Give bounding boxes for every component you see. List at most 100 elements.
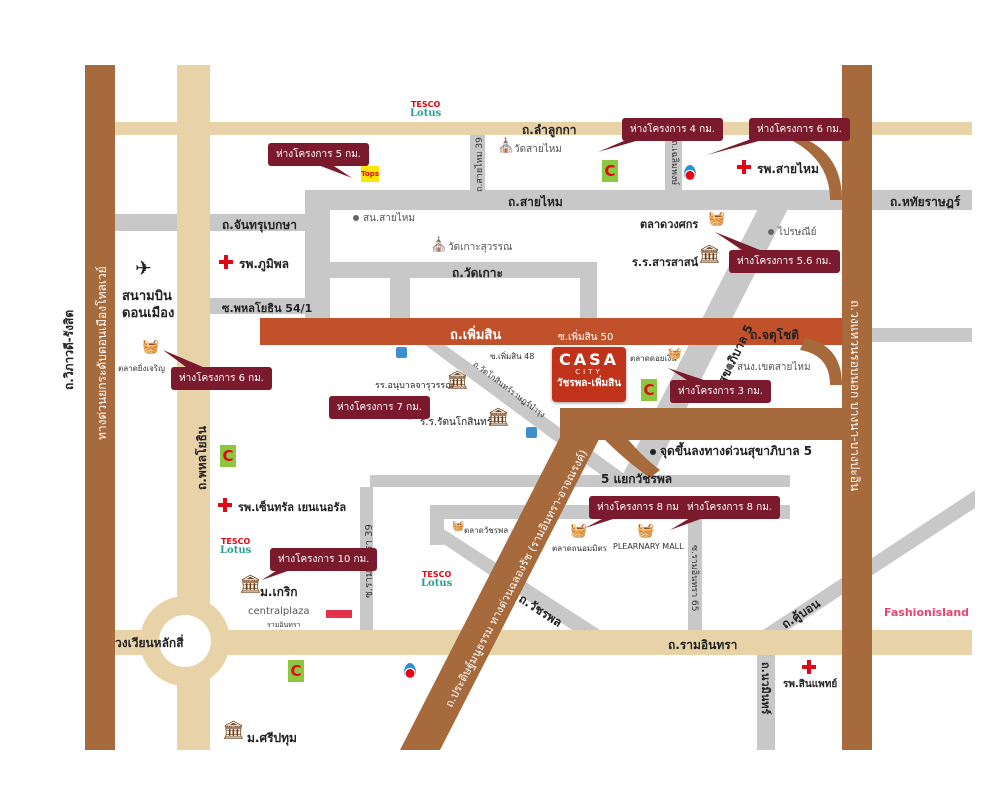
lotus-text: Lotus	[220, 545, 252, 556]
label-sai-mai: ถ.สายไหม	[508, 195, 563, 209]
tesco-text: TESCO	[410, 100, 441, 109]
market-icon: 🧺	[452, 521, 465, 532]
place-plearnary: PLEARNARY MALL	[613, 542, 684, 551]
tesco-text: TESCO	[421, 570, 452, 579]
place-central-plaza-sub: รามอินทรา	[267, 621, 301, 629]
place-anuban-school: รร.อนุบาลจารุวรรณ	[375, 381, 454, 391]
distance-callout: ห่างโครงการ 4 กม.	[622, 118, 723, 141]
bigc-logo: C	[288, 660, 304, 682]
hospital-icon	[218, 498, 232, 512]
expressway-curve-right	[800, 338, 842, 385]
label-nawamin: ถ.นวมินทร์	[759, 662, 772, 715]
road-tollway	[85, 65, 115, 750]
place-central-hospital: รพ.เซ็นทรัล เยนเนอรัล	[238, 501, 347, 514]
school-icon: 🏛	[446, 370, 469, 391]
project-sub: CITY	[575, 368, 603, 376]
bigc-logo: C	[641, 379, 657, 401]
label-chatuchot: ถ.จตุโชติ	[750, 328, 800, 342]
place-sarasas-school: ร.ร.สารสาสน์	[632, 256, 699, 269]
place-sai-mai-district: สน.สายไหม	[353, 211, 415, 226]
khet-sai-mai-text: สนง.เขตสายไหม	[737, 362, 811, 373]
place-kasem-univ: ม.เกริก	[260, 585, 298, 599]
sai-mai-district-text: สน.สายไหม	[363, 213, 415, 224]
market-icon: 🧺	[142, 339, 160, 355]
label-sai-mai-39: ถ.สายไหม 39	[475, 137, 485, 192]
market-icon: 🧺	[570, 523, 588, 539]
market-icon: 🧺	[708, 211, 726, 227]
distance-callout: ห่างโครงการ 6 กม.	[749, 118, 850, 141]
road-chaloem-phong	[665, 134, 682, 192]
place-sai-mai-hospital: รพ.สายไหม	[757, 162, 819, 176]
road-ram-intra	[115, 630, 972, 655]
hospital-icon	[219, 255, 233, 269]
distance-callout: ห่างโครงการ 5.6 กม.	[729, 250, 840, 273]
place-watcharaphon-market: ตลาดวัชรพล	[464, 526, 509, 535]
road-watcharaphon-junction	[370, 475, 790, 487]
label-outer-ring: ถ.วงแหวนรอบนอก บางนา-บางปะอิน	[848, 300, 862, 492]
hospital-icon	[802, 660, 816, 674]
place-wong-sakon-market: ตลาดวงศกร	[640, 218, 699, 231]
leaf-icon	[526, 427, 537, 438]
place-bhumibol-hospital: รพ.ภูมิพล	[239, 257, 289, 271]
distance-callout: ห่างโครงการ 10 กม.	[270, 548, 378, 571]
label-vibhavadi: ถ.วิภาวดี-รังสิต	[62, 309, 76, 390]
hospital-icon	[737, 160, 751, 174]
ptt-station-icon	[404, 663, 416, 679]
place-sinphaet-hospital: รพ.สินแพทย์	[783, 679, 838, 690]
expressway-ramp	[605, 430, 660, 478]
distance-callout: ห่างโครงการ 8 กม.	[679, 496, 780, 519]
road-phum-sin	[260, 318, 842, 345]
distance-callout: ห่างโครงการ 3 กม.	[670, 380, 771, 403]
place-doi-ngoen-market: ตลาดดอยเงิน	[630, 354, 677, 363]
place-post-office: ไปรษณีย์	[768, 225, 816, 240]
project-marker[interactable]: CASA CITY วัชรพล-เพิ่มสิน	[552, 347, 626, 402]
bigc-logo: C	[602, 160, 618, 182]
tesco-text: TESCO	[220, 537, 251, 546]
ptt-station-icon	[684, 165, 696, 181]
lotus-text: Lotus	[410, 108, 442, 119]
expressway-exit-text: จุดขึ้นลงทางด่วนสุขาภิบาล 5	[660, 444, 813, 458]
school-icon: 🏛	[222, 720, 245, 741]
project-location: วัชรพล-เพิ่มสิน	[556, 378, 622, 389]
market-icon: 🧺	[637, 523, 655, 539]
road-sai-mai	[305, 190, 972, 210]
post-office-text: ไปรษณีย์	[778, 227, 817, 238]
label-phahonyothin: ถ.พหลโยธิน	[195, 425, 209, 490]
label-phahon-54-1: ซ.พหลโยธิน 54/1	[222, 302, 313, 315]
place-sripatum-univ: ม.ศรีปทุม	[247, 731, 297, 745]
leaf-icon	[396, 347, 407, 358]
place-thanon-market: ตลาดถนอมมิตร	[552, 544, 607, 553]
distance-callout: ห่างโครงการ 6 กม.	[171, 367, 272, 390]
place-wat-sai-mai: วัดสายไหม	[514, 144, 562, 155]
road-wat-ko	[330, 262, 597, 278]
place-ying-charoen-market: ตลาดยิ่งเจริญ	[118, 364, 165, 373]
label-phum-sin: ถ.เพิ่มสิน	[450, 328, 502, 343]
school-icon: 🏛	[239, 574, 262, 595]
road-sai-mai-vertical	[305, 190, 330, 318]
label-tollway: ทางด่วนยกระดับดอนเมืองโทลเวย์	[95, 266, 109, 440]
road-ram-intra-65	[688, 519, 702, 632]
expressway-diagonal	[400, 408, 615, 750]
fashion-island-logo: Fashionisland	[884, 606, 970, 619]
airplane-icon: ✈	[135, 256, 152, 280]
place-khet-sai-mai: สนง.เขตสายไหม	[727, 360, 811, 375]
bigc-logo: C	[220, 445, 236, 467]
temple-icon: ⛪	[430, 237, 448, 253]
distance-callout: ห่างโครงการ 5 กม.	[268, 143, 369, 166]
road-nawamin	[757, 655, 775, 750]
place-wat-ko-suwan: วัดเกาะสุวรรณ	[448, 242, 513, 253]
place-airport: สนามบิน	[122, 289, 172, 304]
school-icon: 🏛	[487, 407, 510, 428]
label-watcharaphon-junction: 5 แยกวัชรพล	[601, 472, 673, 486]
label-phum-sin-50: ซ.เพิ่มสิน 50	[558, 332, 614, 343]
label-lam-luk-ka: ถ.ลำลูกกา	[522, 123, 577, 137]
distance-callout: ห่างโครงการ 7 กม.	[329, 396, 430, 419]
road-outer-ring	[842, 65, 872, 750]
lotus-text: Lotus	[421, 578, 453, 589]
distance-callout: ห่างโครงการ 8 กม.	[589, 496, 690, 519]
label-chanthrubeksa: ถ.จันทรุเบกษา	[222, 218, 298, 232]
project-name: CASA	[558, 350, 620, 369]
label-phum-sin-48: ซ.เพิ่มสิน 48	[490, 352, 535, 361]
